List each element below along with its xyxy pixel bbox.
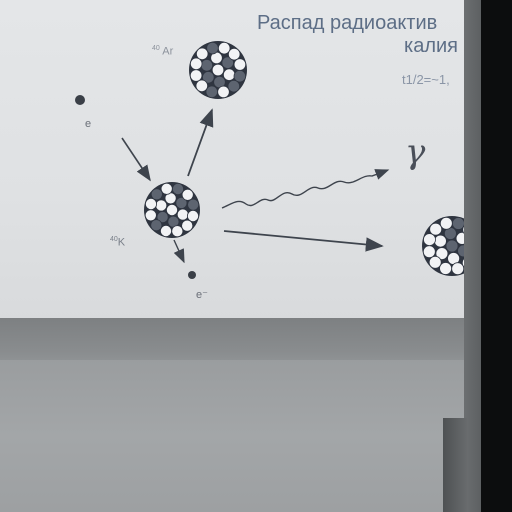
electron-out-dot [188, 271, 196, 279]
arrow-electron-in [121, 137, 151, 182]
neutron-ball [227, 79, 241, 93]
proton-ball [217, 42, 231, 55]
proton-ball [222, 68, 236, 81]
neutron-ball [187, 198, 200, 211]
neutron-ball [221, 56, 234, 69]
proton-ball [211, 63, 225, 77]
proton-ball [451, 262, 465, 276]
proton-ball [160, 182, 173, 195]
neutron-ball [150, 219, 163, 232]
argon-symbol: Ar [162, 45, 174, 58]
poster: Распад радиоактив калия t1/2=~1, γ 40 Ar… [0, 0, 470, 326]
proton-ball [159, 224, 172, 237]
argon-mass: 40 [152, 45, 160, 52]
proton-ball [189, 57, 203, 71]
neutron-ball [451, 217, 465, 230]
proton-ball [144, 209, 157, 222]
proton-ball [181, 188, 194, 201]
potassium-label: 40K [110, 236, 125, 249]
argon-label: 40 Ar [152, 45, 173, 58]
arrow-electron-out [173, 239, 185, 264]
neutron-ball [205, 85, 219, 99]
neutron-ball [175, 196, 188, 209]
proton-ball [144, 197, 157, 210]
proton-ball [429, 222, 443, 236]
decay-diagram [75, 41, 470, 279]
proton-ball [171, 225, 184, 238]
half-life-label: t1/2=~1, [402, 72, 450, 87]
potassium-symbol: K [117, 236, 126, 249]
proton-ball [155, 199, 168, 212]
proton-ball [217, 85, 230, 99]
monitor-stand [443, 418, 467, 512]
poster-title: Распад радиоактив [257, 12, 438, 34]
neutron-ball [202, 71, 215, 84]
poster-subtitle: калия [404, 35, 458, 57]
neutron-ball [445, 239, 459, 253]
gamma-label: γ [405, 132, 426, 172]
neutron-ball [233, 69, 247, 83]
argon-nucleus [189, 41, 247, 99]
proton-ball [439, 262, 453, 275]
proton-ball [195, 47, 209, 61]
potassium-mass: 40 [110, 236, 118, 243]
neutron-ball [171, 182, 184, 195]
proton-ball [423, 233, 436, 247]
proton-ball [195, 79, 209, 93]
monitor-frame-dark [481, 0, 512, 512]
proton-ball [227, 48, 241, 61]
proton-ball [189, 69, 203, 82]
neutron-ball [156, 211, 169, 224]
arrow-to-calcium [223, 230, 384, 252]
proton-ball [428, 255, 442, 269]
proton-ball [433, 234, 447, 248]
proton-ball [176, 208, 189, 221]
proton-ball [181, 219, 194, 232]
neutron-ball [206, 41, 219, 55]
electron-out-label: e⁻ [196, 289, 208, 301]
desk-surface [0, 360, 470, 512]
monitor-frame-edge [464, 0, 484, 512]
proton-ball [422, 245, 436, 259]
calcium-nucleus [422, 216, 470, 276]
proton-ball [186, 209, 199, 222]
potassium-nucleus [144, 182, 200, 238]
proton-ball [165, 203, 178, 216]
poster-lower-edge [0, 318, 470, 368]
electron-in-label: e [85, 118, 92, 130]
electron-in-dot [75, 95, 85, 105]
proton-ball [439, 216, 453, 230]
proton-ball [233, 58, 247, 71]
neutron-ball [200, 59, 214, 72]
arrow-to-argon [187, 108, 214, 177]
neutron-ball [150, 188, 163, 201]
gamma-wave [221, 169, 390, 209]
proton-ball [435, 247, 449, 261]
